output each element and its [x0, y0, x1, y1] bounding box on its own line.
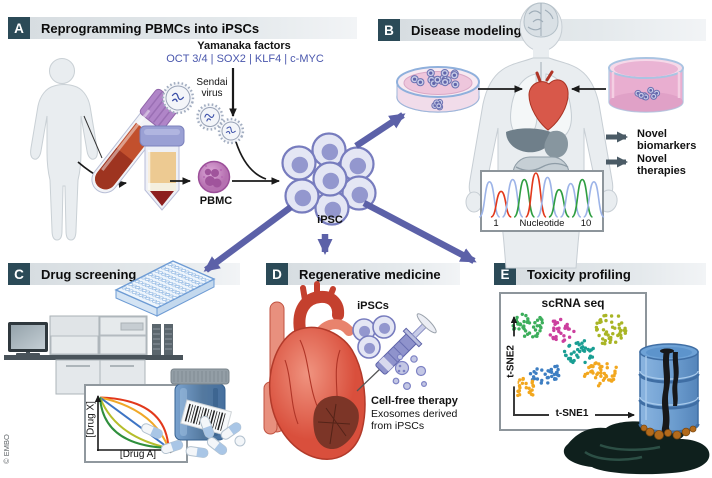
drug-plot-x-label: [Drug A]: [119, 449, 157, 460]
panel-e-title: Toxicity profiling: [527, 266, 631, 282]
chromatogram-tick-10: 10: [580, 218, 592, 229]
panel-b-letter: B: [378, 19, 400, 41]
panel-d-bar: Regenerative medicine: [288, 263, 460, 285]
pbmc-label: PBMC: [199, 195, 233, 207]
exosomes-icon: [392, 353, 428, 391]
panel-a-letter: A: [8, 17, 30, 39]
centrifuge-tube-icon: [139, 125, 185, 211]
panel-c-letter: C: [8, 263, 30, 285]
heart-illustration: [263, 281, 366, 460]
yamanaka-factors-label: OCT 3/4 | SOX2 | KLF4 | c-MYC: [166, 53, 324, 65]
tower-unit-icon: [164, 324, 173, 355]
ipsc-fate-arrows: [203, 112, 477, 273]
panel-d-header: D Regenerative medicine: [266, 263, 460, 285]
screening-instrument: [4, 315, 183, 395]
syringe-icon: [356, 313, 437, 392]
novel-biomarkers-label: Novel biomarkers: [637, 128, 697, 153]
cell-free-therapy-line2: from iPSCs: [371, 420, 425, 432]
ipsc-label: iPSC: [317, 214, 343, 226]
monitor-icon: [11, 325, 45, 349]
soil-debris-icon: [640, 424, 697, 440]
sendai-virus-line2: virus: [201, 87, 223, 99]
sendai-virus-icon: [161, 81, 245, 145]
ipscs-label: iPSCs: [357, 300, 389, 312]
aorta: [293, 290, 345, 336]
chromatogram-tick-1: 1: [493, 218, 499, 229]
plate-wells: [121, 263, 210, 305]
cell-free-therapy-line1: Exosomes derived: [371, 408, 458, 420]
liver-icon: [506, 128, 554, 153]
panel-d-title: Regenerative medicine: [299, 266, 441, 282]
culture-dish: [608, 57, 684, 113]
yamanaka-title-label: Yamanaka factors: [197, 40, 291, 52]
panel-a-bar: Reprogramming PBMCs into iPSCs: [30, 17, 357, 39]
arrow-to-toxicity-profiling: [362, 200, 477, 264]
left-hand: [465, 191, 483, 213]
sendai-virus-line1: Sendai: [196, 77, 228, 88]
panel-a-title: Reprogramming PBMCs into iPSCs: [41, 20, 260, 36]
human-figure-icon: [30, 58, 98, 241]
stomach-icon: [544, 130, 568, 158]
arrow-to-disease-modeling: [354, 112, 406, 149]
chromatogram-peaks: [478, 172, 605, 218]
tsne-y-label: t-SNE2: [506, 336, 518, 387]
tsne-plot: [499, 292, 647, 431]
novel-therapies-line1: Novel: [637, 153, 667, 165]
chromatogram-x-label: Nucleotide: [519, 218, 565, 229]
novel-therapies-label: Novel therapies: [637, 153, 686, 178]
scrna-seq-title: scRNA seq: [541, 296, 605, 310]
novel-biomarkers-line1: Novel: [637, 128, 667, 140]
heart-organ-icon: [528, 70, 569, 131]
drug-curves: [99, 396, 170, 449]
petri-dish-cells: [410, 68, 460, 111]
embo-credit: © EMBO: [1, 434, 11, 464]
sanger-chromatogram: [478, 170, 605, 232]
novel-therapies-line2: therapies: [637, 164, 686, 177]
lab-bench: [4, 355, 183, 360]
panel-b-title: Disease modeling: [411, 22, 522, 38]
panel-d-letter: D: [266, 263, 288, 285]
ipsc-colony-icon: [281, 132, 377, 226]
culture-dish-cells: [634, 86, 661, 101]
pills-icon: [141, 415, 246, 458]
blood-draw-line: [83, 115, 103, 159]
novel-biomarkers-line2: biomarkers: [637, 139, 697, 152]
pill-bottle-icon: [170, 368, 233, 441]
virus-to-path-curve: [235, 141, 267, 180]
petri-dish: [396, 66, 480, 113]
oil-streak: [661, 350, 670, 436]
pbmc-cell-icon: [197, 160, 231, 194]
cell-free-therapy-title: Cell-free therapy: [371, 395, 458, 407]
arrow-to-drug-screening: [203, 204, 293, 273]
sendai-virus-label: Sendai virus: [186, 77, 238, 100]
ipscs-for-therapy-icon: [352, 315, 396, 359]
well-plate-icon: [116, 261, 214, 316]
tower-unit-icon: [152, 324, 161, 355]
panel-a-header: A Reprogramming PBMCs into iPSCs: [8, 17, 357, 39]
drug-plot-y-label: [Drug X]: [85, 401, 97, 438]
tsne-x-label: t-SNE1: [549, 408, 595, 420]
tsne-scatter-points: [511, 312, 628, 398]
bottle-cap-ridges: [173, 371, 227, 382]
oil-barrel-icon: [638, 343, 700, 436]
panel-c-title: Drug screening: [41, 266, 137, 282]
